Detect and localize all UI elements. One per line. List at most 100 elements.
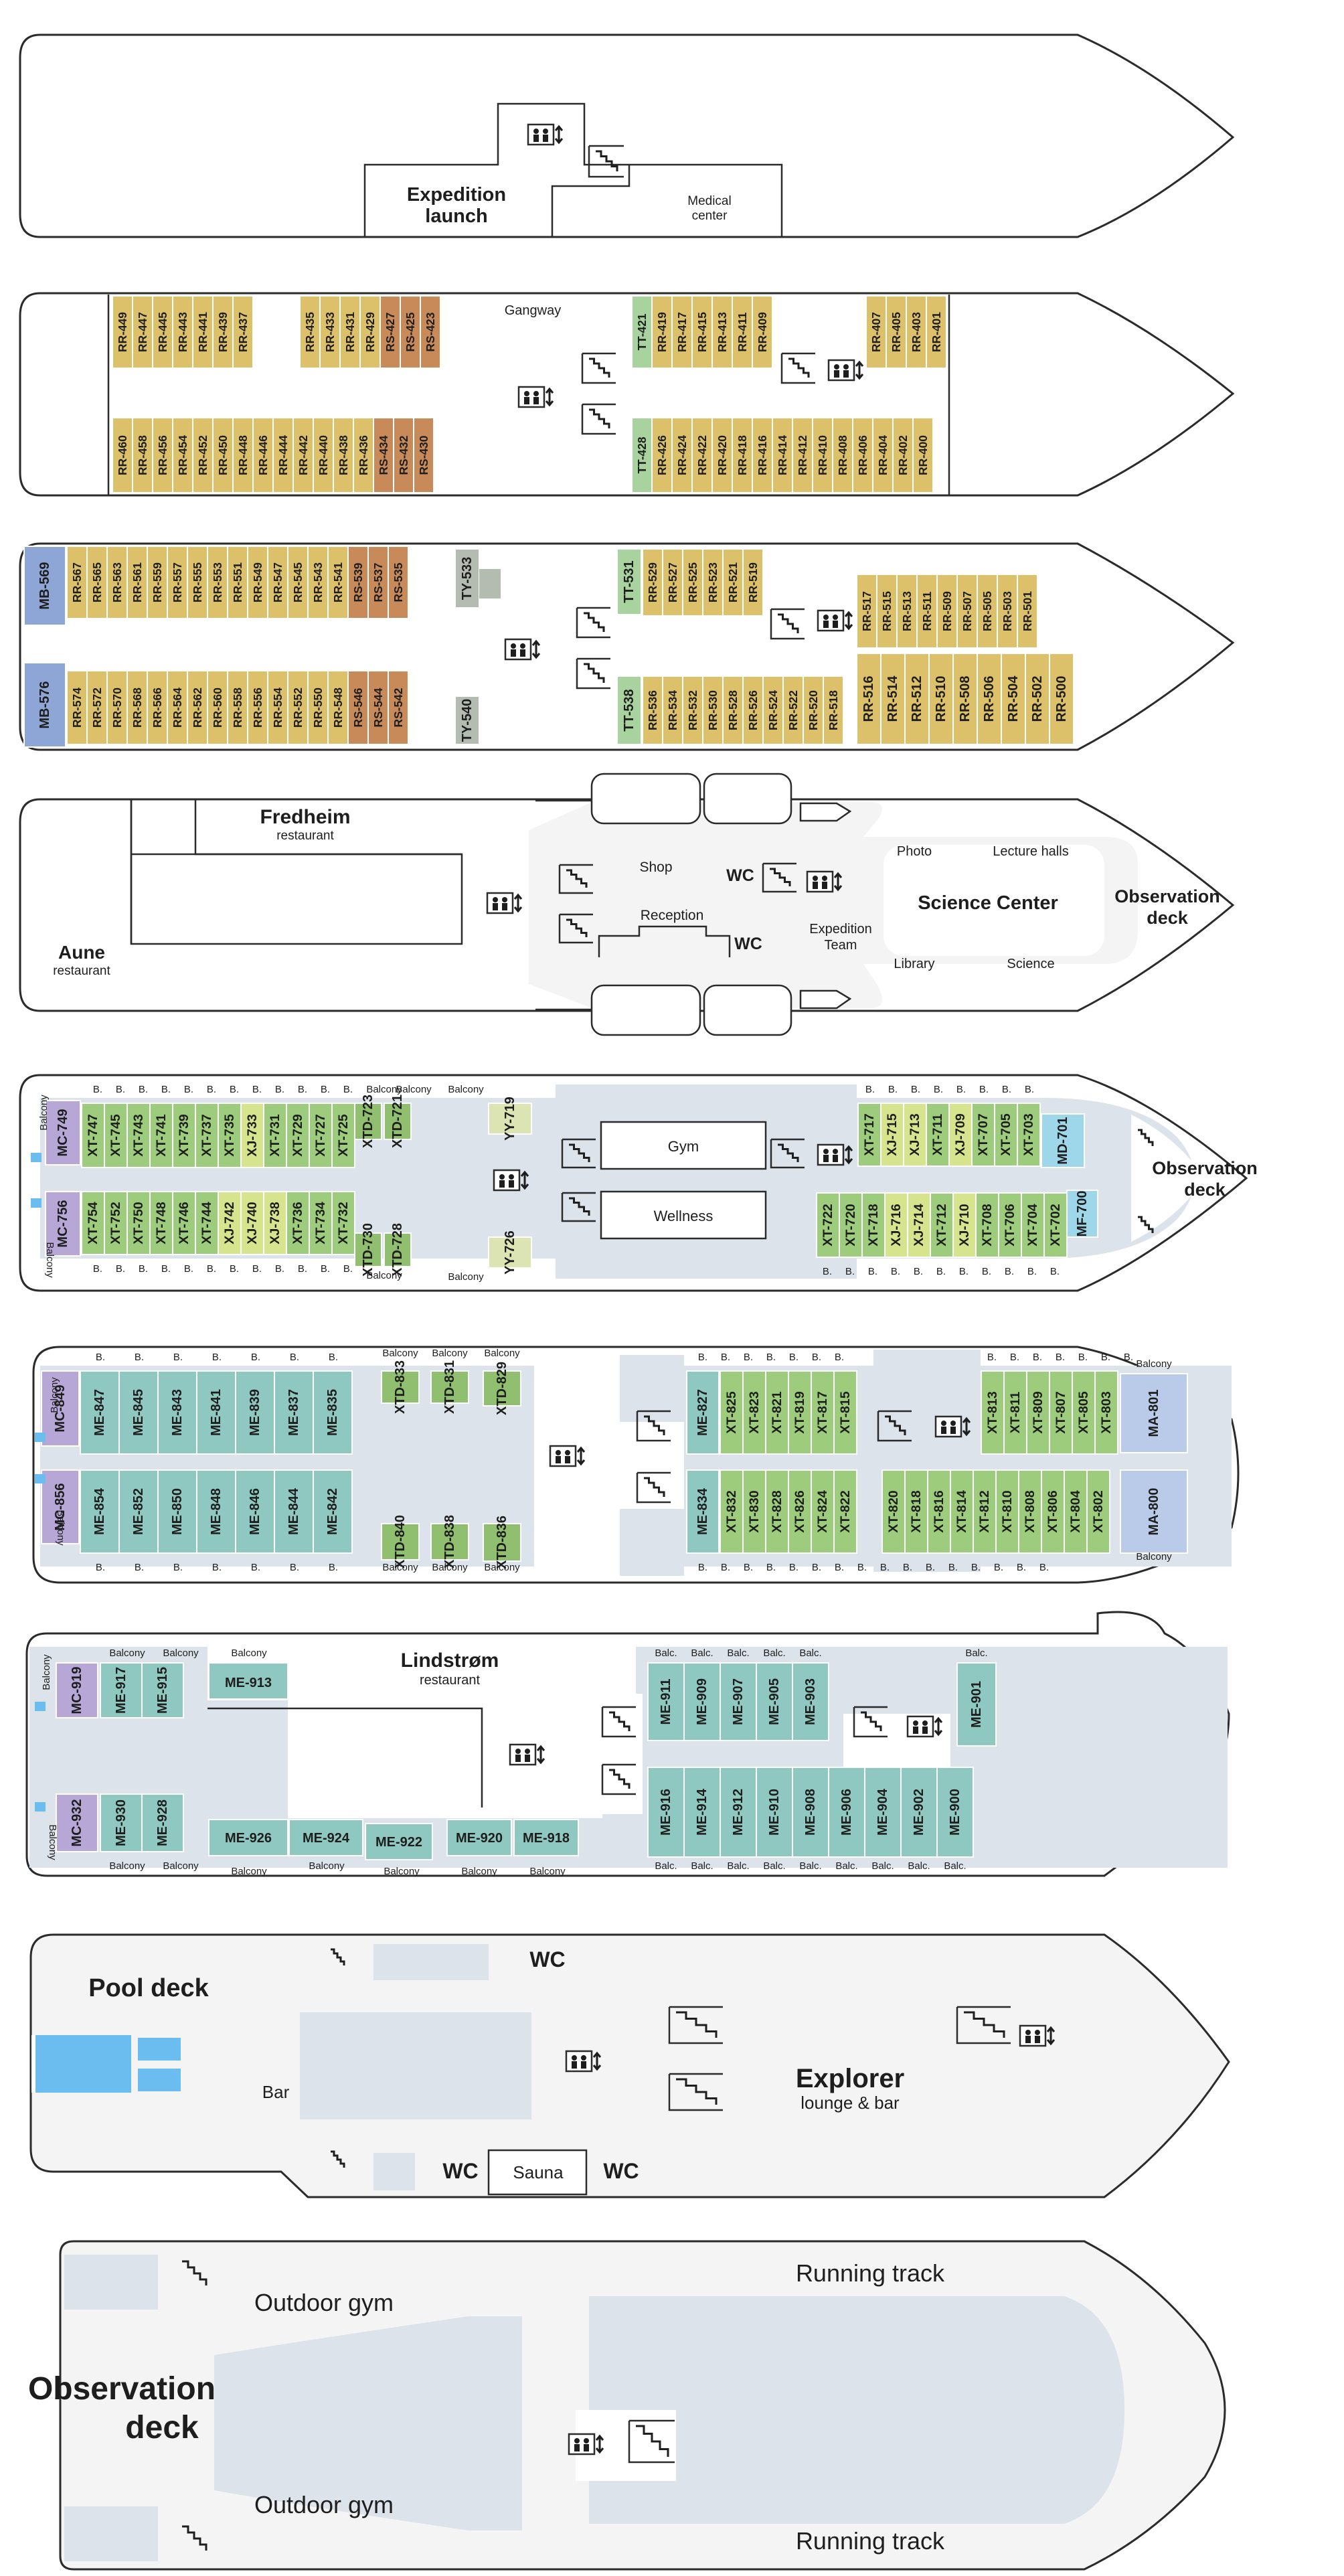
- cabin-rr-510[interactable]: RR-510: [928, 653, 954, 745]
- cabin-me-854[interactable]: ME-854: [80, 1469, 120, 1554]
- cabin-xtd-831[interactable]: XTD-831: [430, 1360, 469, 1414]
- cabin-rr-519[interactable]: RR-519: [742, 548, 764, 617]
- cabin-xt-725[interactable]: XT-725: [331, 1103, 355, 1168]
- cabin-me-827[interactable]: ME-827: [686, 1370, 720, 1455]
- cabin-rr-528[interactable]: RR-528: [722, 675, 744, 745]
- cabin-tt-538[interactable]: TT-538: [616, 675, 642, 745]
- cabin-me-915[interactable]: ME-915: [141, 1662, 184, 1718]
- cabin-xt-825[interactable]: XT-825: [720, 1370, 744, 1455]
- cabin-rr-505[interactable]: RR-505: [977, 574, 998, 649]
- cabin-rr-557[interactable]: RR-557: [167, 546, 188, 619]
- cabin-xtd-829[interactable]: XTD-829: [483, 1362, 521, 1415]
- cabin-me-909[interactable]: ME-909: [683, 1662, 721, 1741]
- cabin-rr-554[interactable]: RR-554: [267, 670, 288, 745]
- cabin-xt-744[interactable]: XT-744: [195, 1191, 219, 1255]
- cabin-rs-425[interactable]: RS-425: [400, 295, 421, 369]
- cabin-rr-458[interactable]: RR-458: [132, 417, 153, 493]
- cabin-me-848[interactable]: ME-848: [196, 1469, 236, 1554]
- cabin-xt-708[interactable]: XT-708: [975, 1192, 999, 1258]
- cabin-xt-813[interactable]: XT-813: [981, 1370, 1005, 1455]
- cabin-ty-533[interactable]: TY-533: [454, 548, 480, 609]
- cabin-xt-828[interactable]: XT-828: [765, 1469, 789, 1554]
- cabin-rr-406[interactable]: RR-406: [852, 417, 873, 493]
- cabin-rr-411[interactable]: RR-411: [732, 295, 753, 369]
- cabin-xt-729[interactable]: XT-729: [286, 1103, 310, 1168]
- cabin-rr-426[interactable]: RR-426: [651, 417, 673, 493]
- cabin-xt-817[interactable]: XT-817: [811, 1370, 835, 1455]
- cabin-xt-707[interactable]: XT-707: [971, 1103, 995, 1167]
- cabin-rr-543[interactable]: RR-543: [307, 546, 329, 619]
- cabin-rr-405[interactable]: RR-405: [886, 295, 907, 369]
- cabin-xt-826[interactable]: XT-826: [788, 1469, 812, 1554]
- cabin-rr-549[interactable]: RR-549: [247, 546, 268, 619]
- cabin-rr-449[interactable]: RR-449: [112, 295, 133, 369]
- cabin-rs-430[interactable]: RS-430: [413, 417, 434, 493]
- cabin-rs-544[interactable]: RS-544: [367, 670, 389, 745]
- cabin-md-701[interactable]: MD-701: [1041, 1113, 1085, 1168]
- cabin-rr-545[interactable]: RR-545: [287, 546, 309, 619]
- cabin-rr-564[interactable]: RR-564: [167, 670, 188, 745]
- cabin-xj-742[interactable]: XJ-742: [218, 1191, 242, 1255]
- cabin-rr-448[interactable]: RR-448: [232, 417, 254, 493]
- cabin-rr-501[interactable]: RR-501: [1017, 574, 1038, 649]
- cabin-rr-407[interactable]: RR-407: [865, 295, 887, 369]
- cabin-me-905[interactable]: ME-905: [756, 1662, 793, 1741]
- cabin-me-834[interactable]: ME-834: [686, 1469, 720, 1554]
- cabin-me-843[interactable]: ME-843: [157, 1370, 197, 1455]
- cabin-xtd-721[interactable]: XTD-721: [384, 1095, 412, 1148]
- cabin-rr-563[interactable]: RR-563: [106, 546, 128, 619]
- cabin-mb-576[interactable]: MB-576: [23, 662, 66, 748]
- cabin-me-911[interactable]: ME-911: [647, 1662, 685, 1741]
- cabin-rr-442[interactable]: RR-442: [292, 417, 314, 493]
- cabin-xt-737[interactable]: XT-737: [195, 1103, 219, 1168]
- cabin-xt-818[interactable]: XT-818: [904, 1469, 928, 1554]
- cabin-rr-513[interactable]: RR-513: [896, 574, 918, 649]
- cabin-me-916[interactable]: ME-916: [647, 1767, 685, 1858]
- cabin-rr-567[interactable]: RR-567: [66, 546, 88, 619]
- cabin-rr-509[interactable]: RR-509: [936, 574, 958, 649]
- cabin-rr-524[interactable]: RR-524: [762, 675, 784, 745]
- cabin-rr-439[interactable]: RR-439: [212, 295, 234, 369]
- cabin-xt-804[interactable]: XT-804: [1064, 1469, 1088, 1554]
- cabin-me-835[interactable]: ME-835: [313, 1370, 353, 1455]
- cabin-rr-401[interactable]: RR-401: [926, 295, 947, 369]
- cabin-xt-706[interactable]: XT-706: [998, 1192, 1022, 1258]
- cabin-xt-824[interactable]: XT-824: [811, 1469, 835, 1554]
- cabin-rs-537[interactable]: RS-537: [367, 546, 389, 619]
- cabin-rr-431[interactable]: RR-431: [339, 295, 361, 369]
- cabin-me-913[interactable]: [208, 1662, 288, 1700]
- cabin-rr-504[interactable]: RR-504: [1001, 653, 1026, 745]
- cabin-xt-809[interactable]: XT-809: [1026, 1370, 1050, 1455]
- cabin-xj-716[interactable]: XJ-716: [884, 1192, 908, 1258]
- cabin-xt-815[interactable]: XT-815: [833, 1370, 857, 1455]
- cabin-xt-732[interactable]: XT-732: [331, 1191, 355, 1255]
- cabin-me-842[interactable]: ME-842: [313, 1469, 353, 1554]
- cabin-me-839[interactable]: ME-839: [235, 1370, 275, 1455]
- cabin-xt-741[interactable]: XT-741: [149, 1103, 173, 1168]
- cabin-tt-531[interactable]: TT-531: [616, 548, 642, 615]
- cabin-rs-535[interactable]: RS-535: [388, 546, 409, 619]
- cabin-me-841[interactable]: ME-841: [196, 1370, 236, 1455]
- cabin-rr-530[interactable]: RR-530: [702, 675, 724, 745]
- cabin-rr-400[interactable]: RR-400: [912, 417, 934, 493]
- cabin-rr-511[interactable]: RR-511: [916, 574, 938, 649]
- cabin-xt-746[interactable]: XT-746: [172, 1191, 196, 1255]
- cabin-rr-424[interactable]: RR-424: [671, 417, 693, 493]
- cabin-rr-437[interactable]: RR-437: [232, 295, 254, 369]
- cabin-rr-443[interactable]: RR-443: [172, 295, 193, 369]
- cabin-me-844[interactable]: ME-844: [274, 1469, 314, 1554]
- cabin-rs-546[interactable]: RS-546: [347, 670, 369, 745]
- cabin-xt-803[interactable]: XT-803: [1094, 1370, 1118, 1455]
- cabin-xt-703[interactable]: XT-703: [1017, 1103, 1041, 1167]
- cabin-me-845[interactable]: ME-845: [118, 1370, 159, 1455]
- cabin-me-837[interactable]: ME-837: [274, 1370, 314, 1455]
- cabin-me-847[interactable]: ME-847: [80, 1370, 120, 1455]
- cabin-me-906[interactable]: ME-906: [828, 1767, 865, 1858]
- cabin-xj-733[interactable]: XJ-733: [240, 1103, 264, 1168]
- cabin-xt-750[interactable]: XT-750: [127, 1191, 151, 1255]
- cabin-tt-428[interactable]: TT-428: [631, 417, 653, 493]
- cabin-rr-413[interactable]: RR-413: [711, 295, 733, 369]
- cabin-xt-748[interactable]: XT-748: [149, 1191, 173, 1255]
- cabin-rr-559[interactable]: RR-559: [147, 546, 168, 619]
- cabin-rr-558[interactable]: RR-558: [227, 670, 248, 745]
